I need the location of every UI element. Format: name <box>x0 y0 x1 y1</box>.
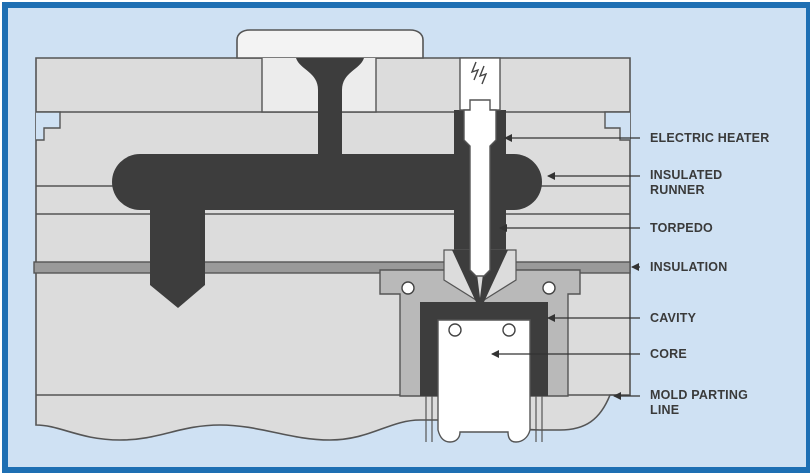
sprue-bushing <box>236 29 424 59</box>
core <box>437 319 531 443</box>
cooling-hole-right <box>542 281 556 295</box>
cooling-hole-left <box>401 281 415 295</box>
label-mold-parting-line1: MOLD PARTING <box>650 388 748 402</box>
core-hole-right <box>502 323 516 337</box>
left-notch <box>36 111 61 141</box>
gate-channel <box>452 250 508 302</box>
label-cavity: CAVITY <box>650 311 697 325</box>
label-insulated-runner-line2: RUNNER <box>650 183 705 197</box>
label-core: CORE <box>650 347 687 361</box>
insulated-runner <box>112 154 542 210</box>
runner-drop <box>150 190 205 308</box>
sprue-channel <box>296 58 364 160</box>
electric-heater <box>463 99 497 277</box>
label-electric-heater: ELECTRIC HEATER <box>650 131 770 145</box>
heater-wire-icon <box>470 61 488 85</box>
label-insulated-runner-line1: INSULATED <box>650 168 723 182</box>
label-torpedo: TORPEDO <box>650 221 713 235</box>
label-insulation: INSULATION <box>650 260 728 274</box>
right-notch <box>604 111 630 141</box>
insulation-layer <box>33 261 631 274</box>
core-hole-left <box>448 323 462 337</box>
label-mold-parting-line2: LINE <box>650 403 680 417</box>
cavity-part <box>420 302 548 396</box>
